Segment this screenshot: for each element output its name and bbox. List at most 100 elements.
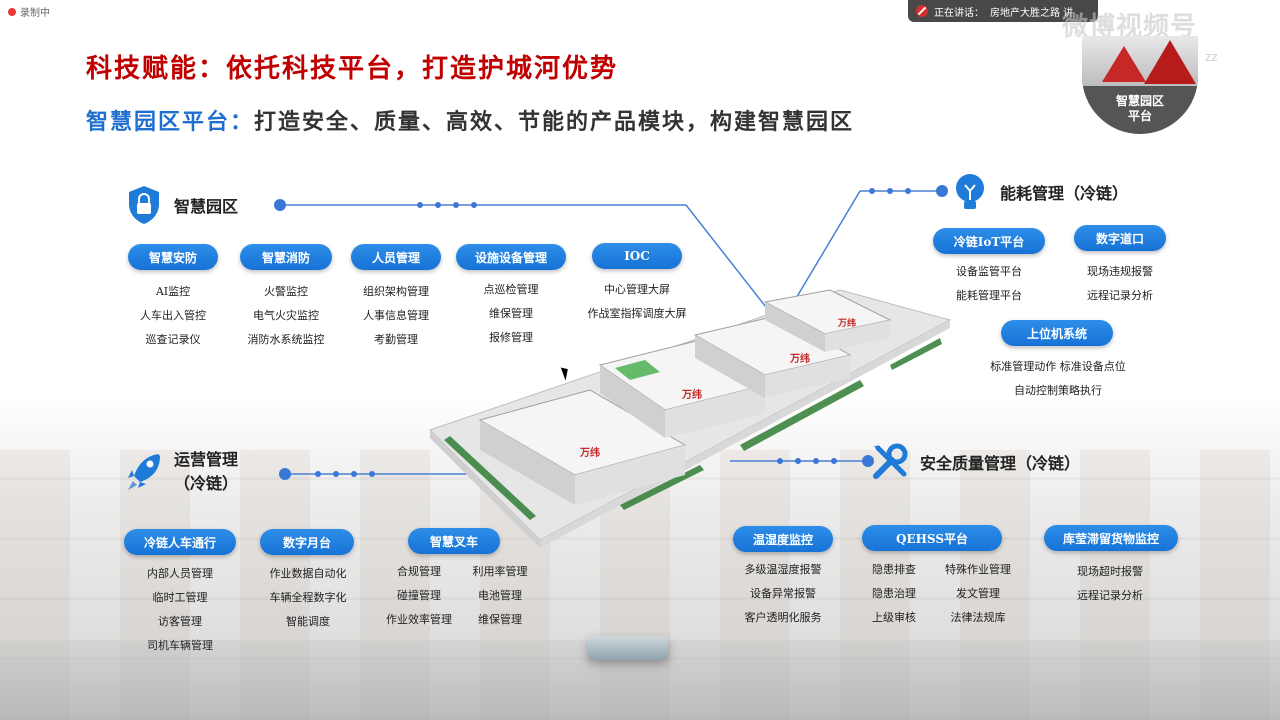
lock-shield-icon [124, 183, 164, 227]
mic-muted-icon[interactable] [916, 5, 928, 17]
list-item: 发文管理 [956, 587, 1000, 600]
module-items: 现场违规报警 远程记录分析 [1060, 260, 1180, 308]
warehouse-logo: 万纬 [681, 388, 702, 401]
module-items: 作业数据自动化 车辆全程数字化 智能调度 [248, 562, 368, 634]
module-pill-qehss[interactable]: QEHSS平台 [862, 525, 1002, 551]
module-items: 内部人员管理 临时工管理 访客管理 司机车辆管理 [118, 562, 242, 658]
list-item: 组织架构管理 [363, 285, 429, 298]
subtitle-rest: 打造安全、质量、高效、节能的产品模块，构建智慧园区 [254, 109, 855, 135]
badge-label: 智慧园区 平台 [1082, 94, 1198, 124]
module-pill-personnel[interactable]: 人员管理 [351, 244, 441, 270]
module-items: 火警监控 电气火灾监控 消防水系统监控 [226, 280, 346, 352]
speaker-bar[interactable]: 正在讲话： 房地产大胜之路 讲 [908, 0, 1098, 22]
list-item: 司机车辆管理 [147, 639, 213, 652]
list-item: 中心管理大屏 [604, 283, 670, 296]
list-item: 隐患排查 [872, 563, 916, 576]
module-items: 利用率管理 电池管理 维保管理 [462, 560, 538, 632]
list-item: 作业效率管理 [386, 613, 452, 626]
list-item: AI监控 [155, 285, 191, 298]
list-item: 设备异常报警 [750, 587, 816, 600]
list-item: 多级温湿度报警 [744, 563, 822, 576]
module-items: 组织架构管理 人事信息管理 考勤管理 [336, 280, 456, 352]
list-item: 内部人员管理 [147, 567, 213, 580]
section-safety: 安全质量管理（冷链） [870, 440, 1080, 484]
module-items: 现场超时报警 远程记录分析 [1050, 560, 1170, 608]
warehouse-logo: 万纬 [837, 317, 856, 328]
list-item: 现场超时报警 [1077, 565, 1143, 578]
module-pill-smart-fire[interactable]: 智慧消防 [240, 244, 332, 270]
module-pill-temperature[interactable]: 温湿度监控 [733, 526, 833, 552]
badge-line2: 平台 [1127, 109, 1152, 123]
module-pill-digital-dock[interactable]: 数字月台 [260, 529, 354, 555]
module-pill-ioc[interactable]: IOC [592, 243, 682, 269]
list-item: 隐患治理 [872, 587, 916, 600]
section-operations: 运营管理 （冷链） [124, 448, 238, 496]
list-item: 维保管理 [489, 307, 533, 320]
speaker-prefix: 正在讲话： [934, 7, 984, 19]
list-item: 利用率管理 [472, 565, 528, 578]
list-item: 人车出入管控 [140, 309, 206, 322]
list-item: 维保管理 [478, 613, 522, 626]
module-items: 标准管理动作 标准设备点位 自动控制策略执行 [960, 355, 1156, 403]
section-title-line1: 运营管理 [174, 450, 239, 469]
recording-label: 录制中 [20, 8, 50, 19]
rocket-icon [124, 450, 164, 494]
record-dot-icon [8, 7, 16, 16]
list-item: 合规管理 [397, 565, 441, 578]
badge-line1: 智慧园区 [1115, 94, 1164, 108]
platform-badge: 智慧园区 平台 [1082, 36, 1198, 134]
list-item: 巡查记录仪 [145, 333, 201, 346]
module-items: AI监控 人车出入管控 巡查记录仪 [113, 280, 233, 352]
mountain-icon [1102, 46, 1146, 82]
list-item: 访客管理 [158, 615, 202, 628]
list-item: 点巡检管理 [483, 283, 539, 296]
watermark-sub: zz [1205, 50, 1218, 64]
agv-robot [588, 636, 668, 660]
module-items: 合规管理 碰撞管理 作业效率管理 [374, 560, 464, 632]
mountain-icon [1144, 40, 1196, 84]
list-item: 电池管理 [478, 589, 522, 602]
list-item: 人事信息管理 [363, 309, 429, 322]
module-pill-host-system[interactable]: 上位机系统 [1001, 320, 1113, 346]
recording-indicator: 录制中 [8, 4, 50, 19]
warehouse-logo: 万纬 [579, 446, 600, 459]
list-item: 法律法规库 [950, 611, 1006, 624]
list-item: 消防水系统监控 [247, 333, 325, 346]
list-item: 智能调度 [286, 615, 330, 628]
list-item: 远程记录分析 [1077, 589, 1143, 602]
list-item: 能耗管理平台 [956, 289, 1022, 302]
module-items: 中心管理大屏 作战室指挥调度大屏 [567, 278, 707, 326]
list-item: 上级审核 [872, 611, 916, 624]
section-smart-park: 智慧园区 [124, 183, 238, 227]
module-pill-iot[interactable]: 冷链IoT平台 [933, 228, 1045, 254]
module-pill-smart-forklift[interactable]: 智慧叉车 [408, 528, 500, 554]
list-item: 报修管理 [489, 331, 533, 344]
tools-icon [870, 440, 910, 484]
section-title: 能耗管理（冷链） [1000, 184, 1129, 203]
list-item: 远程记录分析 [1087, 289, 1153, 302]
module-pill-smart-security[interactable]: 智慧安防 [128, 244, 218, 270]
module-pill-digital-gate[interactable]: 数字道口 [1074, 225, 1166, 251]
section-title: 运营管理 （冷链） [174, 448, 238, 496]
list-item: 考勤管理 [374, 333, 418, 346]
module-pill-facility[interactable]: 设施设备管理 [456, 244, 566, 270]
list-item: 作业数据自动化 [269, 567, 347, 580]
section-energy: 能耗管理（冷链） [950, 170, 1128, 214]
section-title-line2: （冷链） [174, 474, 239, 493]
warehouse-illustration: 万纬 万纬 万纬 万纬 [429, 289, 952, 548]
module-items: 隐患排查 隐患治理 上级审核 [856, 558, 932, 630]
list-item: 电气火灾监控 [253, 309, 319, 322]
badge-image [1082, 36, 1198, 86]
module-items: 多级温湿度报警 设备异常报警 客户透明化服务 [720, 558, 846, 630]
list-item: 特殊作业管理 [945, 563, 1011, 576]
speaker-name: 房地产大胜之路 讲 [990, 7, 1074, 19]
module-pill-access[interactable]: 冷链人车通行 [124, 529, 236, 555]
module-items: 特殊作业管理 发文管理 法律法规库 [932, 558, 1024, 630]
list-item: 碰撞管理 [397, 589, 441, 602]
list-item: 标准管理动作 标准设备点位 [990, 360, 1126, 373]
list-item: 火警监控 [264, 285, 308, 298]
module-pill-stranded-goods[interactable]: 库莹滞留货物监控 [1044, 525, 1178, 551]
section-title: 智慧园区 [174, 197, 239, 216]
module-items: 点巡检管理 维保管理 报修管理 [451, 278, 571, 350]
list-item: 自动控制策略执行 [1014, 384, 1102, 397]
